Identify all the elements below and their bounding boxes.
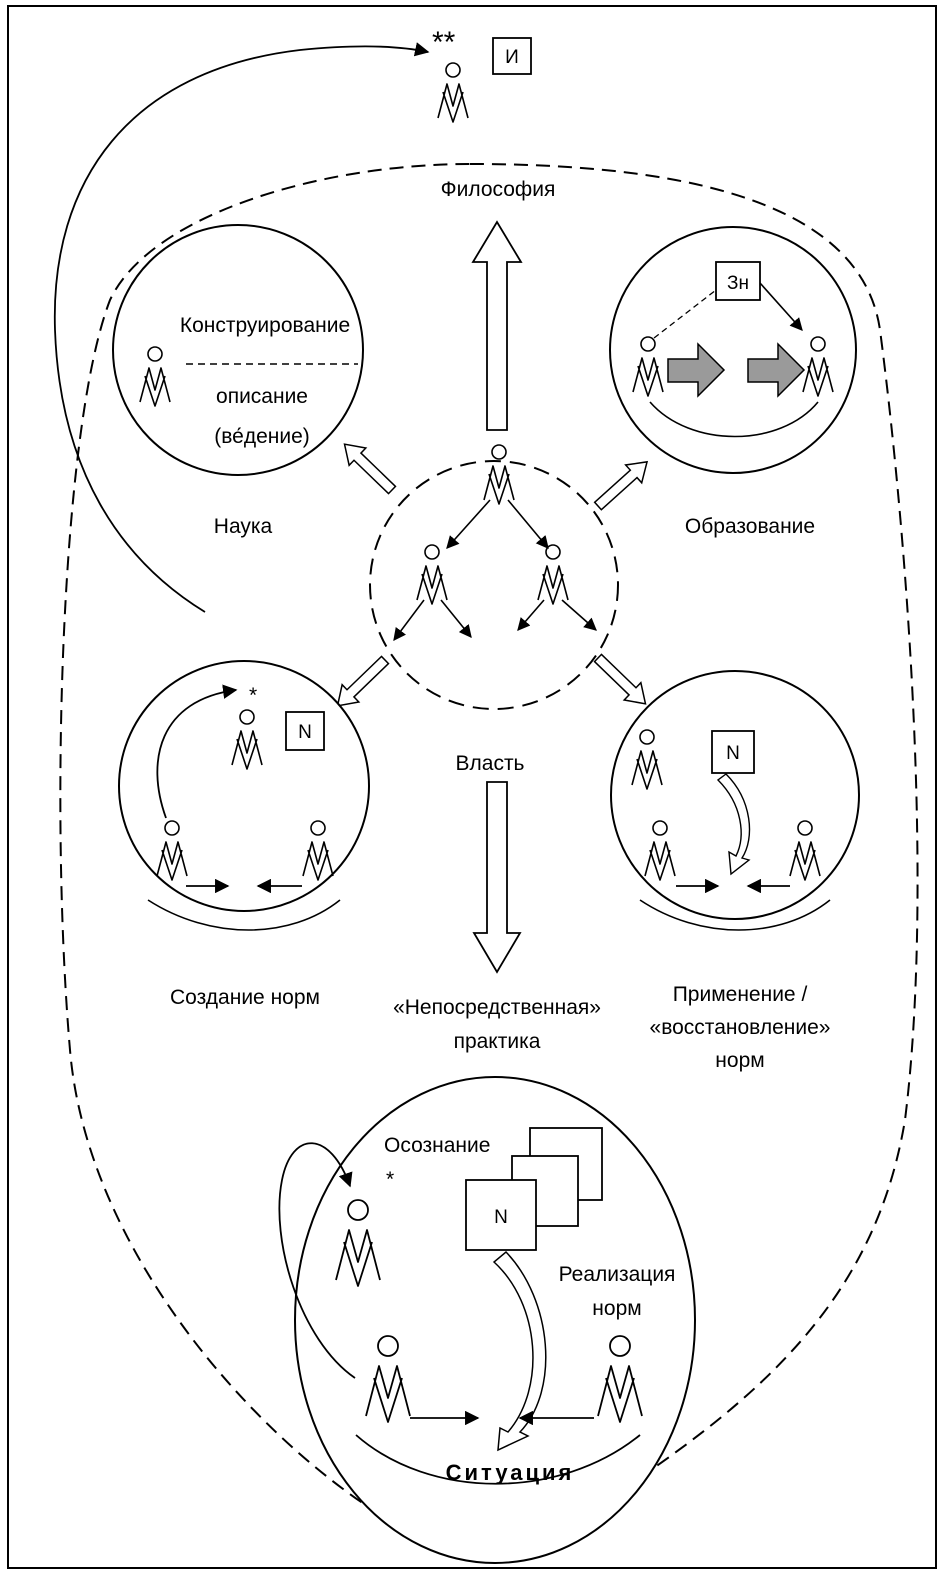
arrow-to-direct-practice — [472, 781, 522, 974]
norm-creation-label: Создание норм — [170, 986, 320, 1009]
reflection-arc-to-top — [53, 42, 430, 613]
construction-label: Конструирование — [180, 314, 350, 337]
norm-sheet-label: N — [494, 1207, 508, 1228]
science-circle — [112, 224, 364, 476]
teacher-knowledge-dashed — [653, 289, 717, 339]
top-person-icon — [437, 62, 469, 123]
knowledge-box — [715, 261, 761, 301]
transfer-arrow-2 — [747, 342, 806, 398]
power-arrow-ll — [393, 599, 425, 642]
norm-sheet-front — [465, 1179, 537, 1251]
description-label: описание — [216, 385, 308, 408]
norm-realization-hollow-arrow — [492, 1250, 547, 1452]
top-stars: ** — [432, 26, 456, 59]
norm-application-n-box — [711, 730, 755, 774]
norm-application-arc — [639, 899, 831, 931]
science-label: Наука — [214, 515, 273, 538]
knowledge-label: (ве́дение) — [214, 425, 310, 448]
knowledge-box-label: Зн — [727, 273, 749, 294]
norm-creation-circle — [118, 660, 370, 912]
power-arrow-right — [507, 499, 549, 549]
norm-creation-star: * — [249, 684, 257, 707]
norm-application-hollow-arrow — [716, 773, 751, 876]
direct-practice-label-1: «Непосредственная» — [393, 996, 601, 1019]
education-circle — [609, 226, 857, 474]
power-label: Власть — [456, 752, 525, 775]
realization-label-2: норм — [592, 1297, 641, 1320]
arrow-to-science — [343, 443, 397, 495]
application-label-2: «восстановление» — [650, 1016, 831, 1039]
application-label-1: Применение / — [673, 983, 808, 1006]
norm-creation-n-label: N — [298, 722, 312, 743]
direct-practice-label-2: практика — [454, 1030, 541, 1053]
i-box-label: И — [505, 47, 519, 68]
arrow-to-norm-creation — [336, 655, 390, 707]
situation-circle — [294, 1076, 696, 1564]
transfer-arrow-1 — [667, 342, 726, 398]
norm-creation-n-box — [285, 711, 325, 751]
situation-label: Ситуация — [446, 1460, 575, 1485]
norm-application-n-label: N — [726, 743, 740, 764]
arrow-to-norm-application — [593, 653, 647, 705]
power-arrow-lr — [440, 599, 472, 638]
power-circle — [369, 460, 619, 710]
i-box — [492, 37, 532, 75]
power-arrow-rr — [561, 599, 597, 631]
application-label-3: норм — [715, 1049, 764, 1072]
situation-arc — [355, 1434, 641, 1485]
power-arrow-left — [446, 499, 491, 549]
arrow-to-philosophy — [471, 220, 523, 431]
arrow-to-education — [593, 460, 649, 511]
education-label: Образование — [685, 515, 815, 538]
realization-label-1: Реализация — [559, 1263, 676, 1286]
philosophy-label: Философия — [441, 178, 556, 201]
page-frame — [7, 5, 937, 1569]
knowledge-to-student-arrow — [759, 282, 803, 331]
situation-reflection-arc — [278, 1142, 356, 1379]
norm-creation-arc — [147, 899, 341, 931]
education-arc — [649, 401, 819, 438]
power-arrow-rl — [517, 599, 545, 631]
norm-creation-reflection-arc — [156, 684, 238, 819]
awareness-label: Осознание — [384, 1134, 490, 1157]
awareness-star: * — [386, 1168, 394, 1191]
